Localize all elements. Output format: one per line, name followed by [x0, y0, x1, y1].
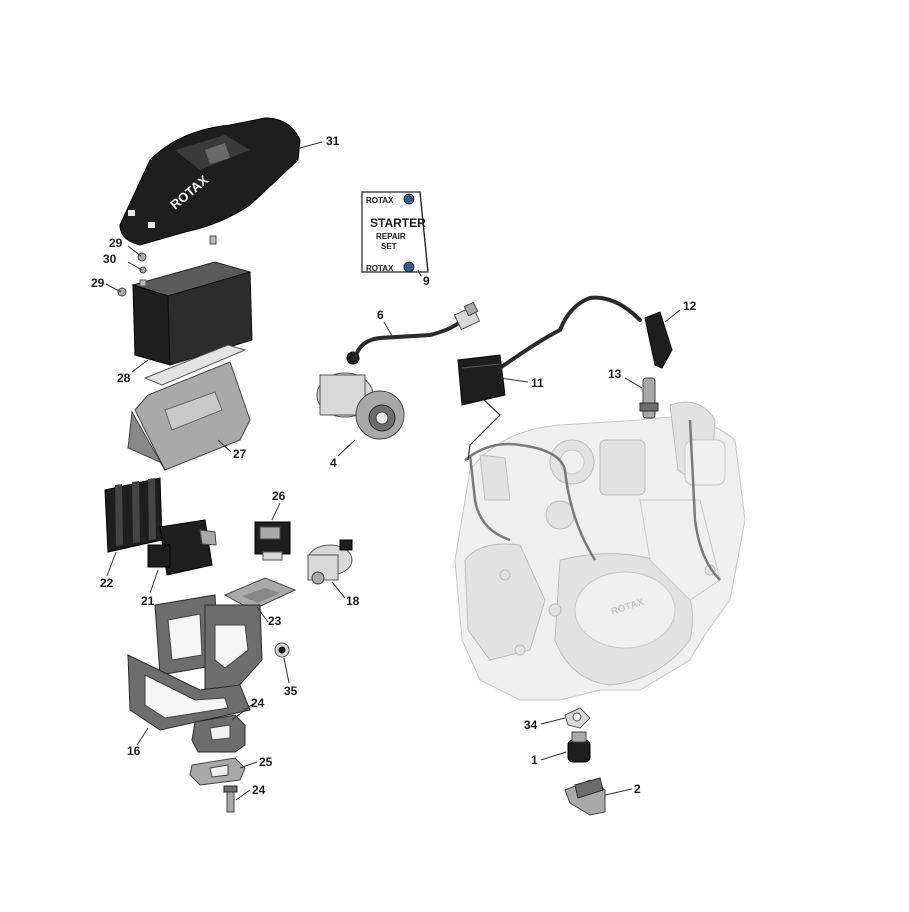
crankshaft-sensor: [564, 707, 606, 816]
callout-2: 2: [634, 782, 641, 796]
callout-22: 22: [100, 576, 114, 590]
callout-24-mid: 24: [251, 696, 265, 710]
battery-cover: ROTAX: [119, 117, 301, 246]
battery-holder: [127, 344, 251, 471]
callout-21: 21: [141, 594, 155, 608]
callout-29-top: 29: [109, 236, 123, 250]
callout-11: 11: [531, 376, 544, 390]
callout-30: 30: [103, 252, 117, 266]
callout-18: 18: [346, 594, 360, 608]
card-brand-top: ROTAX: [366, 196, 394, 205]
callout-31: 31: [326, 134, 340, 148]
callout-24-bottom: 24: [252, 783, 266, 797]
callout-6: 6: [377, 308, 384, 322]
engine-ghost: ROTAX: [454, 401, 746, 701]
battery-screws: [117, 252, 147, 297]
callout-9: 9: [423, 274, 430, 288]
callout-23: 23: [268, 614, 282, 628]
callout-12: 12: [683, 299, 697, 313]
electrical-bracket: [127, 594, 290, 731]
relay: [147, 519, 217, 576]
callout-27: 27: [233, 447, 247, 461]
callout-1: 1: [531, 753, 538, 767]
solenoid: [307, 539, 353, 585]
starter-repair-manual: ROTAX STARTER REPAIR SET ROTAX: [361, 191, 429, 273]
switch: [254, 521, 291, 561]
card-line2: REPAIR: [376, 232, 406, 241]
callout-29-side: 29: [91, 276, 105, 290]
callout-26: 26: [272, 489, 286, 503]
callout-13: 13: [608, 367, 622, 381]
card-brand-bottom: ROTAX: [366, 264, 394, 273]
card-title: STARTER: [370, 216, 426, 230]
callout-4: 4: [330, 456, 337, 470]
voltage-regulator: [104, 477, 163, 553]
clamp-parts: [189, 714, 246, 813]
card-line3: SET: [381, 242, 397, 251]
callout-25: 25: [259, 755, 273, 769]
callout-34: 34: [524, 718, 538, 732]
ignition-system: [457, 295, 673, 461]
callout-labels: 31 29 30 29 28 27 9 6 4 11 12 13 26 22 2…: [91, 134, 697, 797]
leader-lines: [105, 141, 681, 801]
callout-28: 28: [117, 371, 131, 385]
callout-35: 35: [284, 684, 298, 698]
starter-motor: [316, 351, 405, 440]
battery: [131, 235, 253, 366]
starter-cable: [353, 301, 481, 360]
callout-16: 16: [127, 744, 141, 758]
